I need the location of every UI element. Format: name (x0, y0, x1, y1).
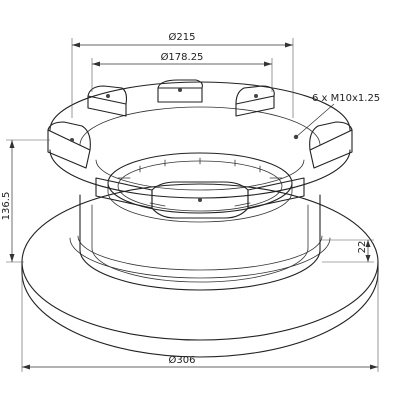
bolt-hole (254, 94, 258, 98)
dim-label-215: Ø215 (169, 31, 196, 43)
hat-body (79, 152, 321, 291)
bolt-hole (70, 138, 74, 142)
dim-label-136: 136.5 (1, 192, 12, 221)
disc-body (21, 183, 379, 358)
dimension-bolt-holes: 6 x M10x1.25 (295, 93, 380, 138)
dimension-top-inner-diameter: Ø178.25 (91, 51, 273, 92)
dimension-top-outer-diameter: Ø215 (71, 31, 294, 118)
dim-label-22: 22 (357, 241, 368, 254)
dim-label-178: Ø178.25 (161, 51, 204, 63)
dimension-total-height: 136.5 (1, 139, 50, 263)
dimension-disc-diameter: Ø306 (21, 276, 379, 372)
mounting-flange (47, 79, 353, 219)
bolt-hole (198, 198, 202, 202)
dimension-disc-thickness: 22 (322, 239, 374, 263)
bolt-hole (106, 94, 110, 98)
bolt-hole (178, 88, 182, 92)
dim-label-bolt-holes: 6 x M10x1.25 (312, 93, 380, 104)
dim-label-306: Ø306 (169, 354, 196, 366)
